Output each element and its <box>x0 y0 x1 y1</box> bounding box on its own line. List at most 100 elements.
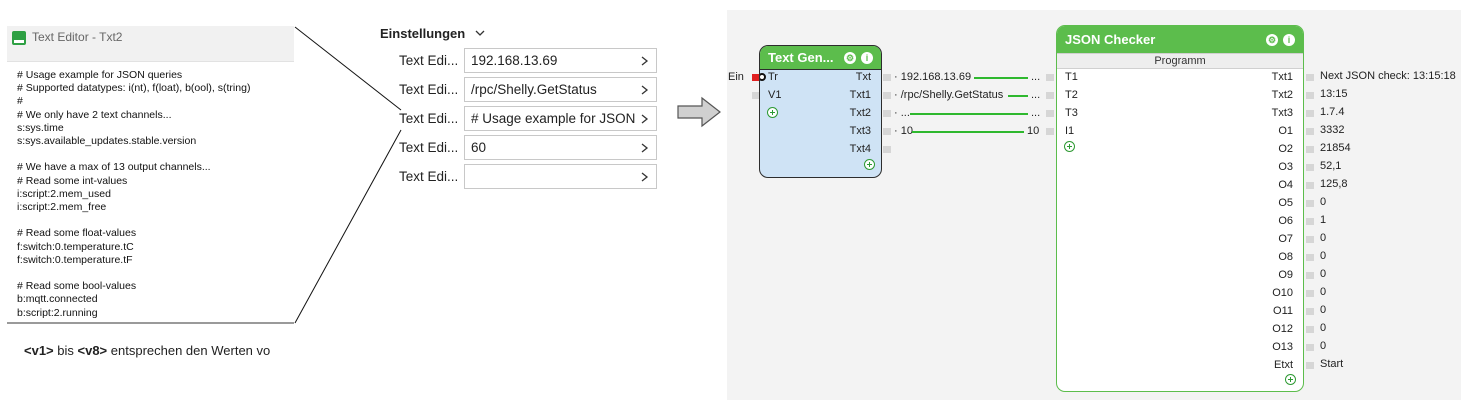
input-port-i1: I1 <box>1065 125 1075 137</box>
add-output-plus-icon[interactable] <box>864 159 875 170</box>
wire-dots-t2: ... <box>1031 89 1041 101</box>
input-port-t2: T2 <box>1065 89 1078 101</box>
chevron-right-icon <box>641 114 649 124</box>
ein-label: Ein <box>728 71 744 83</box>
nub-t3[interactable] <box>1046 110 1054 117</box>
setting-field-empty[interactable] <box>464 164 657 189</box>
output-value-o11: 0 <box>1320 304 1327 316</box>
text-editor-panel: Text Editor - Txt2 # Usage example for J… <box>7 26 294 356</box>
setting-value-4: 60 <box>471 140 487 155</box>
nub-i1[interactable] <box>1046 128 1054 135</box>
editor-help-text: <v1> bis <v8> entsprechen den Werten vo <box>24 343 294 358</box>
nub-o3[interactable] <box>1306 164 1314 171</box>
setting-label-2: Text Edi... <box>399 82 459 97</box>
nub-o10[interactable] <box>1306 290 1314 297</box>
gear-icon[interactable]: ⚙ <box>844 52 856 64</box>
add-output-plus-icon[interactable] <box>1285 374 1296 385</box>
nub-txt4[interactable] <box>883 146 891 153</box>
setting-label-4: Text Edi... <box>399 140 459 155</box>
text-generator-header[interactable]: Text Gen... ⚙ i <box>760 46 881 70</box>
output-port-etxt: Etxt <box>1274 359 1293 371</box>
wire-txt-t1[interactable] <box>974 77 1028 79</box>
nub-o11[interactable] <box>1306 308 1314 315</box>
setting-field-interval[interactable]: 60 <box>464 135 657 160</box>
nub-txt3[interactable] <box>1306 110 1314 117</box>
wire-value-ip: 192.168.13.69 <box>900 71 972 83</box>
v1-input-nub[interactable] <box>752 92 759 99</box>
output-port-txt: Txt <box>855 71 871 83</box>
output-value-o8: 0 <box>1320 250 1327 262</box>
nub-o2[interactable] <box>1306 146 1314 153</box>
nub-o4[interactable] <box>1306 182 1314 189</box>
setting-label-5: Text Edi... <box>399 169 459 184</box>
nub-etxt[interactable] <box>1306 362 1314 369</box>
nub-txt2[interactable] <box>883 110 891 117</box>
trigger-input-circle[interactable] <box>760 73 766 81</box>
nub-o12[interactable] <box>1306 326 1314 333</box>
editor-textarea[interactable]: # Usage example for JSON queries # Suppo… <box>17 69 251 319</box>
output-value-o1: 3332 <box>1320 124 1345 136</box>
wire-dots-t3: ... <box>1031 107 1041 119</box>
text-generator-title: Text Gen... <box>768 50 834 65</box>
nub-o13[interactable] <box>1306 344 1314 351</box>
nub-t1[interactable] <box>1046 74 1054 81</box>
nub-txt[interactable] <box>883 74 891 81</box>
add-input-plus-icon[interactable] <box>1064 141 1075 152</box>
json-checker-block[interactable]: JSON Checker ⚙ i Programm T1 T2 T3 I1 Tx… <box>1056 25 1304 392</box>
input-port-t1: T1 <box>1065 71 1078 83</box>
wire-txt1-t2[interactable] <box>1008 95 1028 97</box>
output-port-txt2: Txt2 <box>1271 89 1293 101</box>
output-value-o10: 0 <box>1320 286 1327 298</box>
wire-label-txt: · 192.168.13.69 <box>894 71 972 83</box>
nub-txt1[interactable] <box>1306 74 1314 81</box>
nub-o7[interactable] <box>1306 236 1314 243</box>
wire-label-txt2: · ... <box>894 107 910 119</box>
setting-field-json-script[interactable]: # Usage example for JSON <box>464 106 657 131</box>
chevron-right-icon <box>641 56 649 66</box>
settings-header[interactable]: Einstellungen <box>380 26 466 41</box>
info-icon[interactable]: i <box>861 52 873 64</box>
input-port-tr: Tr <box>768 71 778 83</box>
output-value-o9: 0 <box>1320 268 1327 280</box>
output-port-txt3: Txt3 <box>1271 107 1293 119</box>
nub-txt2[interactable] <box>1306 92 1314 99</box>
output-port-o2: O2 <box>1278 143 1293 155</box>
wire-txt3-i1[interactable] <box>912 131 1024 133</box>
info-icon[interactable]: i <box>1283 34 1295 46</box>
nub-o5[interactable] <box>1306 200 1314 207</box>
help-token-v8: <v8> <box>77 343 108 358</box>
trigger-input-marker <box>752 74 759 81</box>
nub-o1[interactable] <box>1306 128 1314 135</box>
text-generator-block[interactable]: Text Gen... ⚙ i Tr V1 Txt Txt1 Txt2 Txt3… <box>759 45 882 178</box>
wire-label-txt1: · /rpc/Shelly.GetStatus <box>894 89 1004 101</box>
chevron-right-icon <box>641 143 649 153</box>
setting-value-1: 192.168.13.69 <box>471 53 558 68</box>
nub-o6[interactable] <box>1306 218 1314 225</box>
json-checker-header[interactable]: JSON Checker ⚙ i <box>1057 26 1303 53</box>
chevron-right-icon <box>641 85 649 95</box>
add-input-plus-icon[interactable] <box>767 107 778 118</box>
nub-t2[interactable] <box>1046 92 1054 99</box>
setting-field-ip[interactable]: 192.168.13.69 <box>464 48 657 73</box>
program-section-label: Programm <box>1057 53 1303 69</box>
nub-txt3[interactable] <box>883 128 891 135</box>
help-token-v1: <v1> <box>24 343 54 358</box>
output-port-o5: O5 <box>1278 197 1293 209</box>
wire-value-interval: 10 <box>900 125 913 137</box>
nub-o8[interactable] <box>1306 254 1314 261</box>
nub-txt1[interactable] <box>883 92 891 99</box>
chevron-down-icon[interactable] <box>474 27 486 39</box>
nub-o9[interactable] <box>1306 272 1314 279</box>
callout-line-bottom <box>294 129 402 324</box>
wire-txt2-t3[interactable] <box>910 113 1028 115</box>
chevron-right-icon <box>641 172 649 182</box>
text-editor-app-icon <box>12 31 26 45</box>
output-value-o6: 1 <box>1320 214 1327 226</box>
gear-icon[interactable]: ⚙ <box>1266 34 1278 46</box>
output-port-o1: O1 <box>1278 125 1293 137</box>
output-port-txt1: Txt1 <box>1271 71 1293 83</box>
output-port-o7: O7 <box>1278 233 1293 245</box>
output-value-o7: 0 <box>1320 232 1327 244</box>
output-port-txt4: Txt4 <box>849 143 871 155</box>
setting-field-rpc[interactable]: /rpc/Shelly.GetStatus <box>464 77 657 102</box>
